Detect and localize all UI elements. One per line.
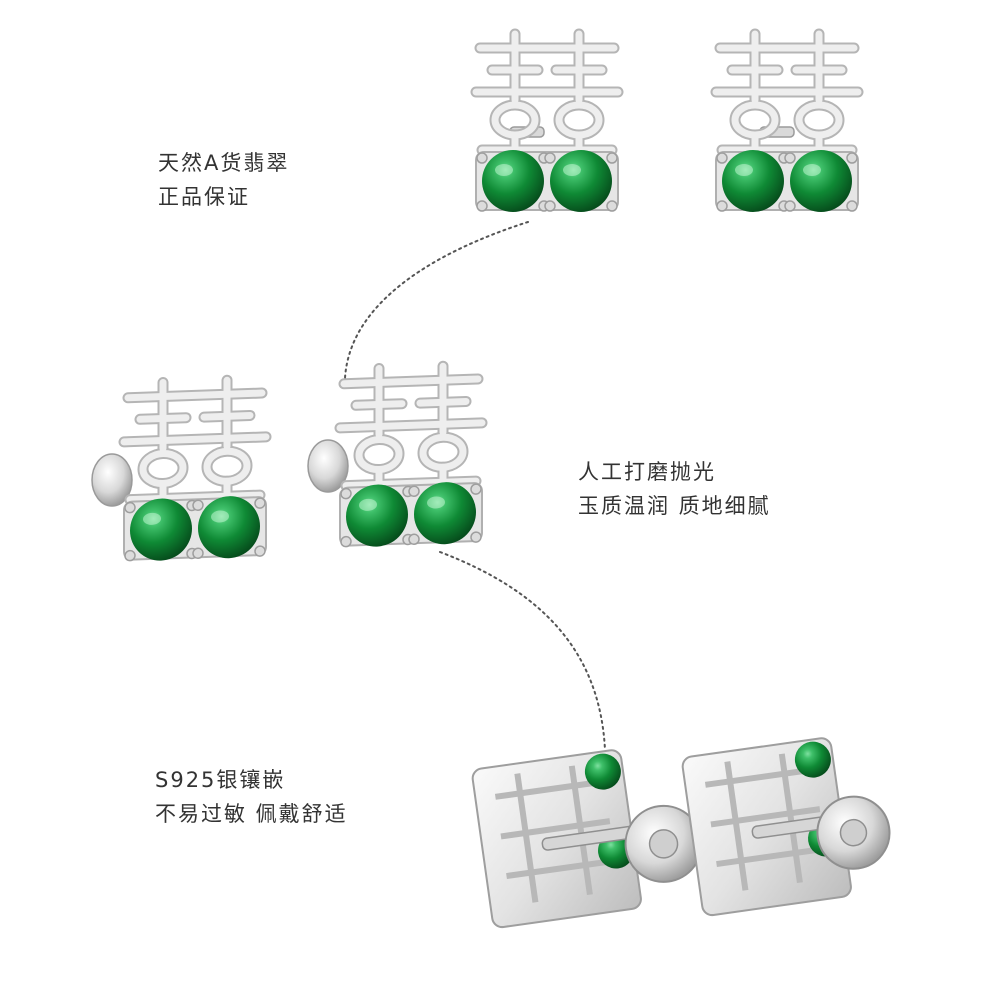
connector-top bbox=[344, 221, 529, 379]
caption-polish: 人工打磨抛光 玉质温润 质地细腻 bbox=[578, 455, 771, 523]
caption-silver-line2: 不易过敏 佩戴舒适 bbox=[155, 802, 348, 826]
earring-top-left bbox=[476, 34, 618, 212]
caption-silver-line1: S925银镶嵌 bbox=[155, 768, 286, 792]
caption-jade-line2: 正品保证 bbox=[158, 185, 250, 209]
earring-middle-left bbox=[91, 379, 266, 562]
caption-polish-line1: 人工打磨抛光 bbox=[578, 460, 716, 484]
caption-polish-line2: 玉质温润 质地细腻 bbox=[578, 494, 771, 518]
caption-jade-quality: 天然A货翡翠 正品保证 bbox=[158, 146, 289, 214]
earring-middle-right bbox=[307, 365, 482, 548]
caption-silver: S925银镶嵌 不易过敏 佩戴舒适 bbox=[155, 763, 348, 831]
caption-jade-line1: 天然A货翡翠 bbox=[158, 151, 290, 175]
connector-bottom bbox=[439, 551, 606, 751]
earring-top-right bbox=[716, 34, 858, 212]
earring-bottom-right bbox=[681, 737, 891, 917]
earring-bottom-left bbox=[471, 749, 703, 929]
